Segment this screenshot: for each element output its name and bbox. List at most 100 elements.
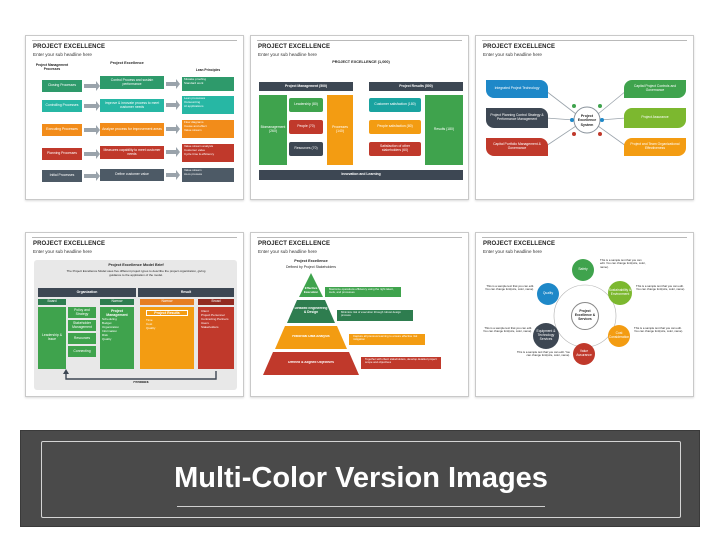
- pyramid-level: Defined & Aligned Objectives: [288, 361, 334, 364]
- result-header: Result: [138, 288, 234, 297]
- lean-list: Mistake proofing Standard work: [182, 77, 234, 91]
- petal-node: Quality: [537, 283, 559, 305]
- column-head: Board: [38, 299, 66, 305]
- title-banner: Multi-Color Version Images: [20, 430, 700, 527]
- right-node: Capital Project Controls and Governance: [624, 80, 686, 98]
- slide-thumbnail-6[interactable]: PROJECT EXCELLENCE Enter your sub headli…: [475, 232, 694, 397]
- connector-arrows: [84, 79, 180, 181]
- petal-node: Cost Consideration: [608, 325, 630, 347]
- excellence-box: Control Process and sustain performance: [100, 76, 164, 89]
- left-node: Capital Portfolio Management & Governanc…: [486, 138, 548, 156]
- slide-top-rule: [32, 40, 237, 41]
- lean-item: Cycle time & efficiency: [184, 151, 215, 156]
- level-note: Capture all previous learning to ensure …: [353, 335, 418, 342]
- petal-node: Sustainability & Environment: [608, 281, 632, 305]
- slide-thumbnail-4[interactable]: PROJECT EXCELLENCE Enter your sub headli…: [25, 232, 244, 397]
- pyramid-subtitle: Defined by Project Stakeholders: [286, 265, 336, 269]
- pyramid-level: Detailed Engineering & Design: [294, 307, 328, 314]
- slide-subtitle: Enter your sub headline here: [258, 52, 317, 57]
- slide-top-rule: [482, 40, 687, 41]
- pr-item: Satisfaction of other stakeholders (60): [369, 142, 421, 156]
- column-header-pe: Project Excellence: [110, 61, 144, 65]
- org-item: Resources: [68, 333, 96, 344]
- pm-side-block: Processes (140): [327, 95, 353, 165]
- org-item: Policy and Strategy: [68, 307, 96, 318]
- result-item: Time: [146, 318, 153, 322]
- banner-title: Multi-Color Version Images: [174, 462, 548, 494]
- hub-center: Project Excellence System: [577, 114, 597, 127]
- slide-thumbnail-5[interactable]: PROJECT EXCELLENCE Enter your sub headli…: [250, 232, 469, 397]
- slide-subtitle: Enter your sub headline here: [33, 52, 92, 57]
- process-box: Initial Processes: [42, 170, 82, 182]
- slide-subtitle: Enter your sub headline here: [483, 52, 542, 57]
- pm-item: Scheduling: [102, 317, 117, 321]
- org-item: Leadership & Issue: [38, 307, 66, 369]
- process-box: Controlling Processes: [42, 100, 82, 112]
- petal-node: Equipment & Technology Services: [533, 323, 559, 349]
- level-note: Maximize operations efficiency using the…: [329, 288, 394, 295]
- slide-title: PROJECT EXCELLENCE: [33, 241, 106, 247]
- pyramid-level: Historical Data Analysis: [292, 335, 330, 338]
- sample-text: This is a sample text that you can edit.…: [636, 285, 686, 292]
- banner-rule: [177, 506, 545, 507]
- organization-header: Organization: [38, 288, 136, 297]
- slide-thumbnail-2[interactable]: PROJECT EXCELLENCE Enter your sub headli…: [250, 35, 469, 200]
- results-column-title: Project Results: [146, 310, 188, 316]
- broad-item: Stakeholders: [201, 325, 219, 329]
- slide-thumbnail-1[interactable]: PROJECT EXCELLENCE Enter your sub headli…: [25, 35, 244, 200]
- result-item: Cost: [146, 322, 153, 326]
- petal-node: Safety: [572, 259, 594, 281]
- lean-list: Value stream As-is process: [182, 168, 234, 182]
- broad-item: Project Personnel: [201, 313, 225, 317]
- slide-top-rule: [257, 237, 462, 238]
- sample-text: This is a sample text that you can edit.…: [484, 285, 534, 292]
- excellence-box: Measures capability to meet customer nee…: [100, 146, 164, 159]
- slide-top-rule: [32, 237, 237, 238]
- process-box: Executing Processes: [42, 124, 82, 136]
- pm-item: Resources (70): [289, 142, 323, 156]
- slide-subtitle: Enter your sub headline here: [483, 249, 542, 254]
- pr-side-block: Results (180): [425, 95, 463, 165]
- model-text: The Project Excellence Model uses five d…: [66, 270, 206, 277]
- lean-item: Standard work: [184, 80, 204, 85]
- lean-item: Lean processes: [184, 96, 206, 100]
- org-item: Connecting: [68, 346, 96, 357]
- slide-top-rule: [482, 237, 687, 238]
- pm-item: Leadership (80): [289, 98, 323, 112]
- slide-title: PROJECT EXCELLENCE: [258, 44, 331, 50]
- slide-subtitle: Enter your sub headline here: [33, 249, 92, 254]
- pr-item: Customer satisfaction (180): [369, 98, 421, 112]
- pm-item: Risk: [102, 333, 108, 337]
- pm-item: Information: [102, 329, 118, 333]
- slide-thumbnail-3[interactable]: PROJECT EXCELLENCE Enter your sub headli…: [475, 35, 694, 200]
- excellence-box: Improve & innovate process to meet custo…: [100, 99, 164, 112]
- broad-item: Contracting Partners: [201, 317, 229, 321]
- level-note: Together with client stakeholders, devel…: [365, 358, 437, 365]
- footer-bar: Innovation and Learning: [259, 170, 463, 180]
- left-node: Project Planning Control Strategy & Perf…: [486, 108, 548, 128]
- column-header-pm: Project Management Processes: [35, 63, 69, 71]
- petal-center: Project Excellence & Services: [571, 302, 599, 330]
- pm-item: Quality: [102, 337, 112, 341]
- lean-item: Value stream: [184, 127, 202, 132]
- column-head: Broad: [198, 299, 234, 305]
- slide-title: PROJECT EXCELLENCE: [258, 241, 331, 247]
- lean-item: Mistake proofing: [184, 77, 207, 81]
- process-box: Closing Processes: [42, 80, 82, 92]
- pm-column-title: Project Management: [106, 309, 128, 317]
- lean-item: As-is process: [184, 171, 203, 176]
- column-head: Narrow: [140, 299, 194, 305]
- excellence-box: Analyze process for improvement areas: [100, 123, 164, 136]
- lean-item: Value stream analysis: [184, 144, 214, 148]
- column-head: Narrow: [100, 299, 134, 305]
- slide-title: PROJECT EXCELLENCE: [33, 44, 106, 50]
- broad-item: Users: [201, 321, 209, 325]
- lean-item: Customer value: [184, 147, 206, 152]
- feedback-label: Feedback: [133, 381, 149, 384]
- right-header: Project Results (500): [369, 82, 463, 91]
- excellence-box: Define customer value: [100, 169, 164, 181]
- broad-item: Client: [201, 309, 209, 313]
- pm-column: Project Management Scheduling Budget Org…: [100, 307, 134, 369]
- petal-node: Value Assurance: [573, 343, 595, 365]
